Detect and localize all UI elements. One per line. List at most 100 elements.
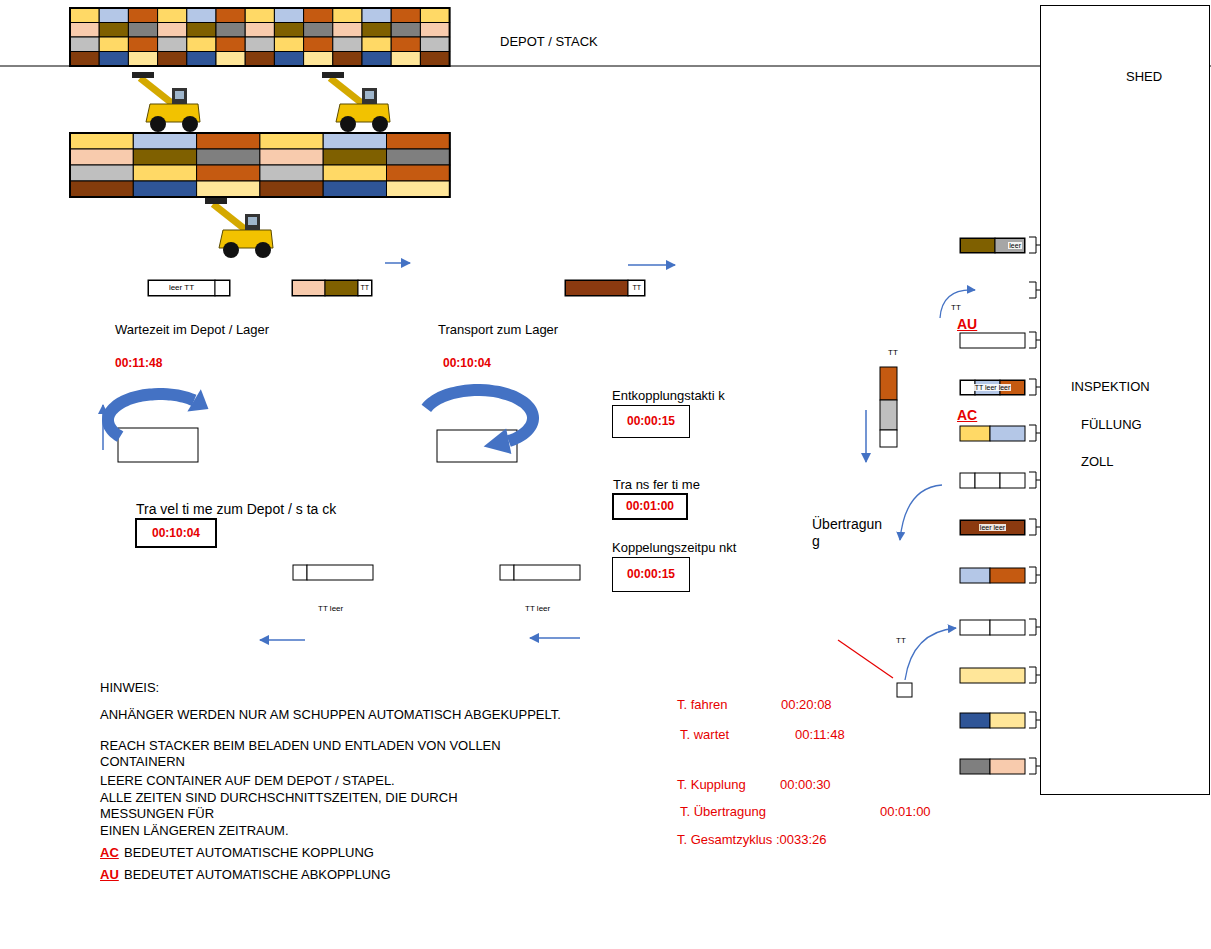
container [391, 52, 420, 67]
trailer: leer [960, 238, 1025, 253]
transfer-arrow [940, 290, 975, 318]
trailer-segment [990, 620, 1025, 635]
window [365, 91, 374, 99]
summary-name: T. wartet [680, 727, 729, 743]
trailer-segment [307, 565, 373, 580]
time-value: 00:10:04 [443, 356, 491, 370]
trailer-segment [995, 238, 1025, 253]
container [187, 37, 216, 52]
trailer-segment [975, 473, 1000, 488]
container [245, 8, 274, 23]
container [158, 23, 187, 38]
summary-value: 00:11:48 [795, 727, 845, 743]
code-label: AU [100, 867, 119, 883]
trailer-segment [118, 428, 198, 462]
container [333, 37, 362, 52]
container [387, 133, 450, 149]
container [197, 181, 260, 197]
container [245, 52, 274, 67]
container [99, 52, 128, 67]
reach-stacker [132, 72, 200, 132]
container [99, 23, 128, 38]
trailer-label: TT leer leer [974, 384, 1012, 392]
flow-arrow [385, 262, 410, 264]
slot-bracket [1029, 667, 1040, 683]
container [187, 23, 216, 38]
flow-arrow [628, 264, 675, 266]
trailer-segment [215, 280, 230, 296]
container [274, 8, 303, 23]
note-text: ANHÄNGER WERDEN NUR AM SCHUPPEN AUTOMATI… [100, 707, 561, 723]
trailer-label: TT [888, 348, 898, 358]
trailer-segment [292, 280, 325, 296]
container [362, 23, 391, 38]
code-label: AC [100, 845, 119, 861]
trailer-segment [293, 565, 307, 580]
note-text: BEDEUTET AUTOMATISCHE KOPPLUNG [124, 845, 374, 861]
wheel [255, 242, 271, 258]
container [197, 133, 260, 149]
wheel [150, 116, 166, 132]
trailer-label: TT leer [318, 604, 343, 614]
time-value: 00:00:15 [627, 567, 675, 581]
flow-arrow [530, 637, 580, 639]
container [391, 37, 420, 52]
slot-bracket [1029, 425, 1040, 441]
container [197, 165, 260, 181]
container [133, 133, 196, 149]
container [323, 149, 386, 165]
container [323, 181, 386, 197]
container [260, 181, 323, 197]
slot-bracket [1029, 379, 1040, 395]
wheel [372, 116, 388, 132]
time-value: 00:11:48 [115, 356, 162, 370]
summary-value: 00:00:30 [780, 777, 831, 793]
cycle-arrowhead [187, 389, 208, 411]
trailer: TT [565, 280, 645, 296]
cab [362, 88, 377, 104]
container [387, 165, 450, 181]
slot-bracket [1029, 282, 1040, 298]
trailer-segment [960, 238, 995, 253]
slot-bracket [1029, 567, 1040, 583]
window [248, 217, 257, 225]
spreader [322, 72, 344, 78]
shed-building: SHEDINSPEKTIONFÜLLUNGZOLL [1040, 5, 1210, 795]
slot-bracket [1029, 519, 1040, 535]
container [133, 181, 196, 197]
shed-function: ZOLL [1081, 454, 1114, 470]
trailer-label: TT leer [525, 604, 550, 614]
flow-arrow [260, 639, 305, 641]
wheel [340, 116, 356, 132]
container [70, 8, 99, 23]
time-value: 00:00:15 [627, 414, 675, 428]
trailer: leer TT [148, 280, 230, 296]
trailer-segment [990, 568, 1025, 583]
leader-line [838, 640, 893, 678]
container [260, 133, 323, 149]
container [197, 149, 260, 165]
container [387, 181, 450, 197]
container [260, 165, 323, 181]
trailer-segment [960, 333, 1025, 348]
shed-function: FÜLLUNG [1081, 417, 1142, 433]
trailer-label: leer TT [168, 284, 195, 293]
container [128, 52, 157, 67]
trailer-segment [960, 520, 1025, 535]
container [420, 37, 449, 52]
trailer-segment [325, 280, 358, 296]
note-text: BEDEUTET AUTOMATISCHE ABKOPPLUNG [124, 867, 391, 883]
slot-bracket [1029, 712, 1040, 728]
time-box: Koppelungszeitpu nkt00:00:15 [612, 557, 690, 592]
building-name: SHED [1126, 69, 1162, 85]
container [158, 8, 187, 23]
reach-stacker [205, 198, 273, 258]
container [420, 52, 449, 67]
trailer-segment [880, 430, 897, 447]
container [304, 52, 333, 67]
step-name: Wartezeit im Depot / Lager [115, 322, 269, 338]
container [420, 8, 449, 23]
container [187, 52, 216, 67]
illustration-group [0, 8, 1211, 774]
